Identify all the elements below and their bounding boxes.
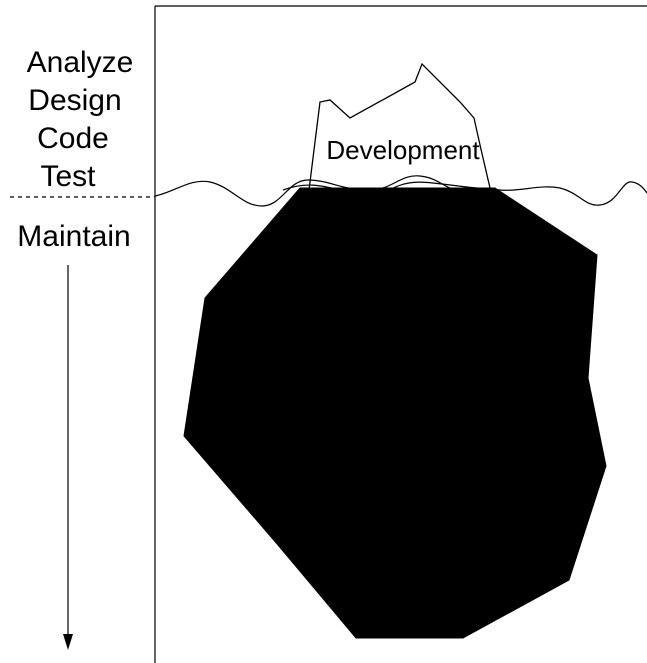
phase-label-analyze: Analyze bbox=[27, 46, 134, 79]
iceberg-tip-outline bbox=[308, 62, 491, 191]
phase-label-design: Design bbox=[28, 84, 121, 117]
time-arrow-head bbox=[63, 634, 73, 650]
phase-label-test: Test bbox=[40, 160, 96, 193]
water-surface-wave-back bbox=[154, 175, 461, 207]
phase-label-code: Code bbox=[37, 122, 109, 155]
iceberg-tip-label: Development bbox=[326, 135, 480, 165]
phase-label-maintain: Maintain bbox=[17, 220, 130, 253]
iceberg-submerged-body bbox=[183, 187, 607, 639]
